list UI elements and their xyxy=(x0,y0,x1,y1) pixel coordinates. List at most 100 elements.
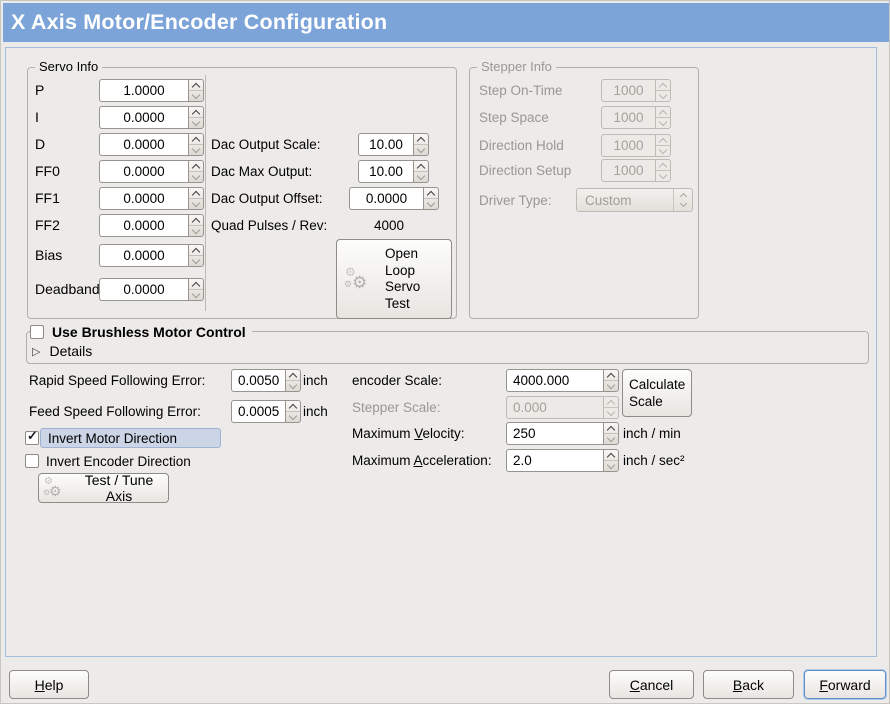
spin-down-icon[interactable] xyxy=(604,380,618,391)
spin-up-icon[interactable] xyxy=(189,215,203,226)
open-loop-button-label: Open Loop Servo Test xyxy=(385,246,421,311)
ff0-spin-buttons[interactable] xyxy=(188,160,204,183)
step-space-input xyxy=(601,106,655,129)
acceleration-spin-buttons[interactable] xyxy=(603,449,619,472)
deadband-spin-buttons[interactable] xyxy=(188,278,204,301)
spin-up-icon[interactable] xyxy=(286,401,300,412)
use-brushless-checkbox[interactable] xyxy=(30,324,44,339)
ff1-input[interactable] xyxy=(99,187,188,210)
spin-up-icon[interactable] xyxy=(414,134,428,145)
spin-down-icon[interactable] xyxy=(189,117,203,128)
spin-down-icon[interactable] xyxy=(286,411,300,422)
encoder-scale-spinbox xyxy=(506,369,619,392)
spin-up-icon[interactable] xyxy=(604,450,618,461)
spin-down-icon[interactable] xyxy=(189,90,203,101)
direction-hold-label: Direction Hold xyxy=(479,138,564,153)
deadband-label: Deadband xyxy=(35,281,100,297)
spin-down-icon[interactable] xyxy=(604,433,618,444)
invert-motor-direction-label: Invert Motor Direction xyxy=(48,430,178,446)
spin-down-icon[interactable] xyxy=(286,380,300,391)
invert-motor-direction-focus[interactable]: Invert Motor Direction xyxy=(40,428,221,448)
ff0-input[interactable] xyxy=(99,160,188,183)
dac-max-spin-buttons[interactable] xyxy=(413,160,429,183)
spin-down-icon[interactable] xyxy=(189,225,203,236)
ff2-input[interactable] xyxy=(99,214,188,237)
dac-output-scale-input[interactable] xyxy=(358,133,413,156)
dac-offset-spin-buttons[interactable] xyxy=(423,187,439,210)
spin-down-icon[interactable] xyxy=(189,255,203,266)
p-spin-buttons[interactable] xyxy=(188,79,204,102)
page-title: X Axis Motor/Encoder Configuration xyxy=(11,10,388,34)
dac-scale-spin-buttons[interactable] xyxy=(413,133,429,156)
driver-type-label: Driver Type: xyxy=(479,193,552,208)
spin-down-icon[interactable] xyxy=(604,460,618,471)
bias-spinbox xyxy=(99,244,204,267)
encoder-scale-input[interactable] xyxy=(506,369,603,392)
quad-pulses-label: Quad Pulses / Rev: xyxy=(211,218,328,233)
rapid-error-spin-buttons[interactable] xyxy=(285,369,301,392)
ff1-spin-buttons[interactable] xyxy=(188,187,204,210)
spin-down-icon[interactable] xyxy=(189,289,203,300)
encoder-scale-spin-buttons[interactable] xyxy=(603,369,619,392)
maximum-velocity-input[interactable] xyxy=(506,422,603,445)
maximum-acceleration-input[interactable] xyxy=(506,449,603,472)
details-expander[interactable]: ▷ Details xyxy=(32,342,92,360)
driver-type-value: Custom xyxy=(585,192,632,208)
p-spinbox xyxy=(99,79,204,102)
velocity-spin-buttons[interactable] xyxy=(603,422,619,445)
invert-motor-direction-checkbox[interactable]: ✓ xyxy=(25,428,39,445)
d-input[interactable] xyxy=(99,133,188,156)
spin-down-icon[interactable] xyxy=(424,198,438,209)
encoder-scale-label: encoder Scale: xyxy=(352,373,443,388)
i-spin-buttons[interactable] xyxy=(188,106,204,129)
spin-up-icon[interactable] xyxy=(189,279,203,290)
spin-down-icon[interactable] xyxy=(189,171,203,182)
i-input[interactable] xyxy=(99,106,188,129)
test-tune-axis-button[interactable]: ⚙⚙⚙ Test / Tune Axis xyxy=(38,472,169,504)
spin-up-icon[interactable] xyxy=(189,134,203,145)
spin-up-icon[interactable] xyxy=(286,370,300,381)
expander-arrow-icon: ▷ xyxy=(32,345,41,358)
spin-up-icon[interactable] xyxy=(604,370,618,381)
i-label: I xyxy=(35,109,39,125)
ff0-label: FF0 xyxy=(35,163,60,179)
d-spinbox xyxy=(99,133,204,156)
open-loop-servo-test-button[interactable]: ⚙⚙⚙ Open Loop Servo Test xyxy=(336,239,452,319)
spin-down-icon[interactable] xyxy=(414,171,428,182)
d-spin-buttons[interactable] xyxy=(188,133,204,156)
spin-down-icon[interactable] xyxy=(189,144,203,155)
deadband-input[interactable] xyxy=(99,278,188,301)
ff2-spinbox xyxy=(99,214,204,237)
spin-up-icon[interactable] xyxy=(189,245,203,256)
p-input[interactable] xyxy=(99,79,188,102)
calculate-scale-button[interactable]: Calculate Scale xyxy=(622,369,692,417)
stepper-scale-input xyxy=(506,396,603,419)
bias-spin-buttons[interactable] xyxy=(188,244,204,267)
ff0-spinbox xyxy=(99,160,204,183)
spin-down-icon[interactable] xyxy=(414,144,428,155)
ff2-spin-buttons[interactable] xyxy=(188,214,204,237)
spin-up-icon[interactable] xyxy=(189,107,203,118)
gears-icon: ⚙⚙⚙ xyxy=(344,265,368,292)
spin-up-icon[interactable] xyxy=(189,80,203,91)
spin-up-icon[interactable] xyxy=(424,188,438,199)
rapid-following-error-input[interactable] xyxy=(231,369,285,392)
spin-up-icon[interactable] xyxy=(414,161,428,172)
spin-up-icon[interactable] xyxy=(189,161,203,172)
bias-input[interactable] xyxy=(99,244,188,267)
invert-encoder-direction-checkbox[interactable] xyxy=(25,454,39,468)
spin-up-icon[interactable] xyxy=(604,423,618,434)
dac-output-offset-input[interactable] xyxy=(349,187,423,210)
d-label: D xyxy=(35,136,46,152)
dac-max-output-input[interactable] xyxy=(358,160,413,183)
spin-up-icon[interactable] xyxy=(189,188,203,199)
dac-max-output-label: Dac Max Output: xyxy=(211,164,313,179)
spin-down-icon[interactable] xyxy=(189,198,203,209)
step-on-time-spin-buttons xyxy=(655,79,671,102)
feed-error-spin-buttons[interactable] xyxy=(285,400,301,423)
feed-following-error-input[interactable] xyxy=(231,400,285,423)
